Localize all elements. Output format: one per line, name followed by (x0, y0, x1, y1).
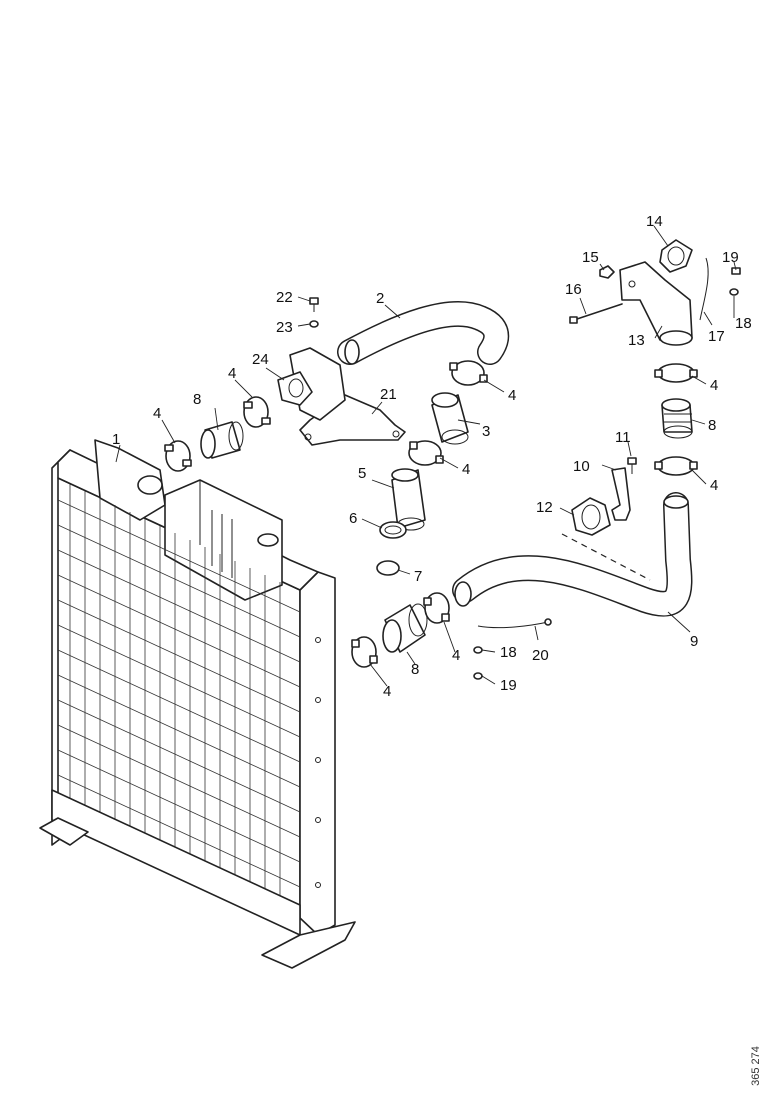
callout-4-right-lower: 4 (710, 477, 718, 494)
reference-code-text: 365 274 (749, 1046, 762, 1086)
radiator-foot-right (261, 921, 356, 969)
flange-12 (571, 497, 611, 536)
radiator-side-rail (299, 571, 336, 936)
callout-18-low: 18 (500, 644, 517, 661)
callout-17: 17 (708, 328, 725, 345)
cable-17 (699, 257, 709, 321)
callout-4-upper-right: 4 (508, 387, 516, 404)
callout-3: 3 (482, 423, 490, 440)
bolt-11 (627, 457, 637, 474)
callout-14: 14 (646, 213, 663, 230)
screw-19-top (731, 267, 741, 275)
coupling-3 (431, 392, 469, 445)
callout-11: 11 (615, 429, 631, 446)
callout-5: 5 (358, 465, 366, 482)
bracket-10 (611, 467, 631, 521)
callout-6: 6 (349, 510, 357, 527)
callout-9: 9 (690, 633, 698, 650)
callout-labels: 1 2 3 4 4 4 4 4 4 4 4 5 6 7 8 8 8 9 10 1… (112, 213, 752, 700)
callout-19-top: 19 (722, 249, 739, 266)
callout-12: 12 (536, 499, 553, 516)
callout-4-right-upper: 4 (710, 377, 718, 394)
lower-pipe-9 (452, 492, 693, 617)
callout-13: 13 (628, 332, 645, 349)
callout-4-lower-mid: 4 (452, 647, 460, 664)
coupling-5 (391, 468, 426, 531)
elbow-13 (619, 261, 693, 346)
cable-20 (477, 618, 552, 629)
washer-23 (309, 320, 319, 328)
drawing-reference-code: 365 274 (749, 1042, 772, 1092)
callout-1: 1 (112, 431, 120, 448)
clamp-4 (164, 360, 698, 668)
callout-21: 21 (380, 386, 397, 403)
screw-22 (309, 297, 319, 312)
callout-8-right: 8 (708, 417, 716, 434)
screw-19-low (473, 672, 483, 680)
sleeve-8 (200, 398, 693, 653)
callout-leaders (115, 225, 737, 687)
ring-7 (376, 560, 400, 576)
callout-4-mid: 4 (462, 461, 470, 478)
callout-7: 7 (414, 568, 422, 585)
callout-16: 16 (565, 281, 582, 298)
callout-24: 24 (252, 351, 269, 368)
callout-8-left: 8 (193, 391, 201, 408)
radiator-assembly (39, 439, 356, 969)
radiator-foot-left (39, 817, 89, 846)
callout-22: 22 (276, 289, 293, 306)
callout-18-top: 18 (735, 315, 752, 332)
callout-4-left-a: 4 (153, 405, 161, 422)
assembly-line-12 (561, 533, 651, 581)
upper-hose (337, 301, 510, 365)
gasket-14 (659, 239, 693, 273)
stud-16 (569, 303, 623, 324)
callout-4-lower-left: 4 (383, 683, 391, 700)
callout-20: 20 (532, 647, 549, 664)
washer-18-top (729, 288, 739, 296)
callout-8-lower: 8 (411, 661, 419, 678)
flange-24 (277, 371, 313, 406)
callout-4-left-b: 4 (228, 365, 236, 382)
callout-2: 2 (376, 290, 384, 307)
callout-10: 10 (573, 458, 590, 475)
callout-23: 23 (276, 319, 293, 336)
washer-18-low (473, 646, 483, 654)
callout-19-low: 19 (500, 677, 517, 694)
ring-6 (379, 521, 407, 539)
callout-15: 15 (582, 249, 599, 266)
